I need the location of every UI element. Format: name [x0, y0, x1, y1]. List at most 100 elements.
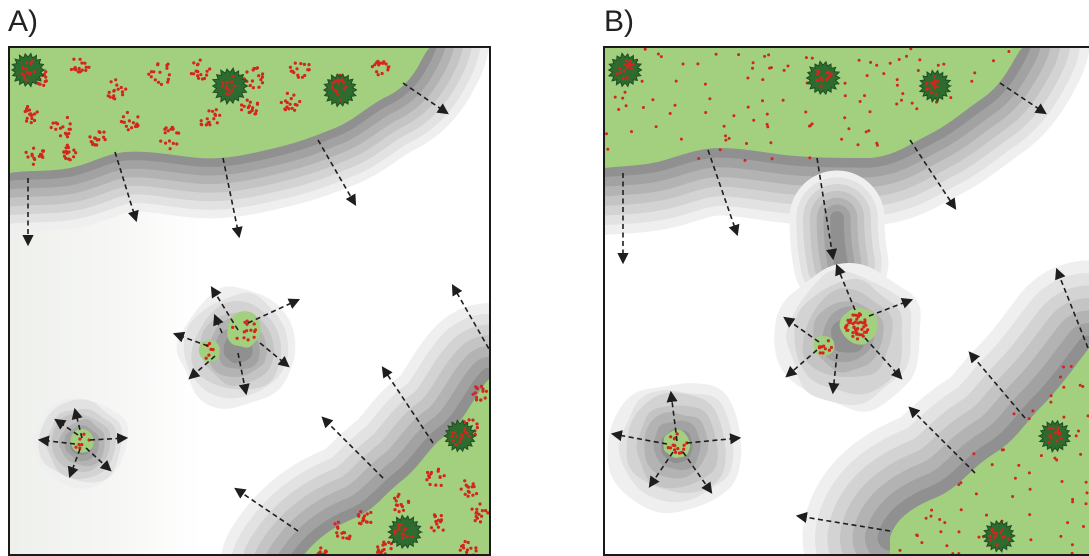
seed-dot	[439, 520, 442, 523]
seed-dot	[222, 82, 225, 85]
seed-dot	[168, 139, 171, 142]
seed-dot	[33, 70, 36, 73]
seed-dot	[243, 330, 246, 333]
seed-dot	[1075, 434, 1078, 437]
seed-dot	[989, 535, 992, 538]
seed-dot	[479, 520, 482, 523]
seed-dot	[1007, 538, 1010, 541]
seed-dot	[934, 81, 937, 84]
seed-dot	[366, 521, 369, 524]
seed-dot	[404, 527, 407, 530]
seed-dot	[381, 549, 384, 552]
panel-a-diagram	[10, 48, 489, 554]
seed-dot	[211, 110, 214, 113]
seed-dot	[859, 313, 862, 316]
seed-dot	[334, 522, 337, 525]
seed-dot	[822, 345, 825, 348]
seed-dot	[973, 71, 976, 74]
seed-dot	[249, 329, 252, 332]
seed-dot	[616, 72, 619, 75]
seed-dot	[451, 435, 454, 438]
seed-dot	[168, 73, 171, 76]
seed-dot	[200, 123, 203, 126]
seed-dot	[63, 155, 66, 158]
seed-dot	[474, 546, 477, 549]
seed-dot	[808, 156, 811, 159]
seed-dot	[935, 93, 938, 96]
seed-dot	[242, 336, 245, 339]
seed-dot	[992, 532, 995, 535]
seed-dot	[33, 119, 36, 122]
seed-dot	[856, 328, 859, 331]
seed-dot	[674, 104, 677, 107]
seed-dot	[253, 336, 256, 339]
seed-dot	[827, 339, 830, 342]
seed-dot	[824, 347, 827, 350]
seed-dot	[85, 66, 88, 69]
seed-dot	[763, 55, 766, 58]
seed-dot	[462, 546, 465, 549]
seed-dot	[1081, 385, 1084, 388]
seed-dot	[724, 134, 727, 137]
seed-dot	[177, 132, 180, 135]
seed-dot	[471, 494, 474, 497]
seed-dot	[451, 432, 454, 435]
seed-dot	[65, 146, 68, 149]
seed-dot	[110, 80, 113, 83]
seed-dot	[732, 114, 735, 117]
seed-dot	[22, 66, 25, 69]
seed-dot	[230, 80, 233, 83]
seed-dot	[93, 136, 96, 139]
seed-dot	[1001, 529, 1004, 532]
seed-dot	[158, 71, 161, 74]
seed-dot	[236, 337, 239, 340]
seed-dot	[475, 515, 478, 518]
seed-dot	[782, 99, 785, 102]
seed-dot	[676, 432, 679, 435]
seed-dot	[289, 103, 292, 106]
seed-dot	[856, 337, 859, 340]
seed-dot	[811, 122, 814, 125]
seed-dot	[1062, 416, 1065, 419]
seed-dot	[339, 99, 342, 102]
panel-b-diagram	[605, 48, 1089, 554]
seed-dot	[280, 101, 283, 104]
seed-dot	[854, 321, 857, 324]
seed-dot	[896, 78, 899, 81]
seed-dot	[625, 59, 628, 62]
seed-dot	[682, 448, 685, 451]
seed-dot	[1085, 502, 1088, 505]
seed-dot	[218, 114, 221, 117]
seed-dot	[468, 435, 471, 438]
seed-dot	[395, 503, 398, 506]
seed-dot	[478, 502, 481, 505]
seed-dot	[1007, 50, 1010, 53]
seed-dot	[1056, 428, 1059, 431]
seed-dot	[54, 128, 57, 131]
seed-dot	[67, 150, 70, 153]
seed-dot	[820, 76, 823, 79]
seed-dot	[475, 508, 478, 511]
seed-dot	[708, 97, 711, 100]
seed-dot	[851, 335, 854, 338]
seed-dot	[26, 117, 29, 120]
seed-dot	[156, 62, 159, 65]
seed-dot	[1061, 480, 1064, 483]
seed-dot	[917, 69, 920, 72]
seed-dot	[751, 67, 754, 70]
seed-dot	[642, 106, 645, 109]
seed-dot	[306, 68, 309, 71]
seed-dot	[844, 94, 847, 97]
seed-dot	[715, 53, 718, 56]
seed-dot	[623, 70, 626, 73]
seed-dot	[31, 60, 34, 63]
seed-dot	[942, 63, 945, 66]
seed-dot	[1060, 437, 1063, 440]
seed-dot	[468, 418, 471, 421]
seed-dot	[26, 71, 29, 74]
seed-dot	[480, 515, 483, 518]
seed-dot	[150, 70, 153, 73]
seed-dot	[876, 144, 879, 147]
seed-dot	[937, 80, 940, 83]
seed-dot	[625, 104, 628, 107]
